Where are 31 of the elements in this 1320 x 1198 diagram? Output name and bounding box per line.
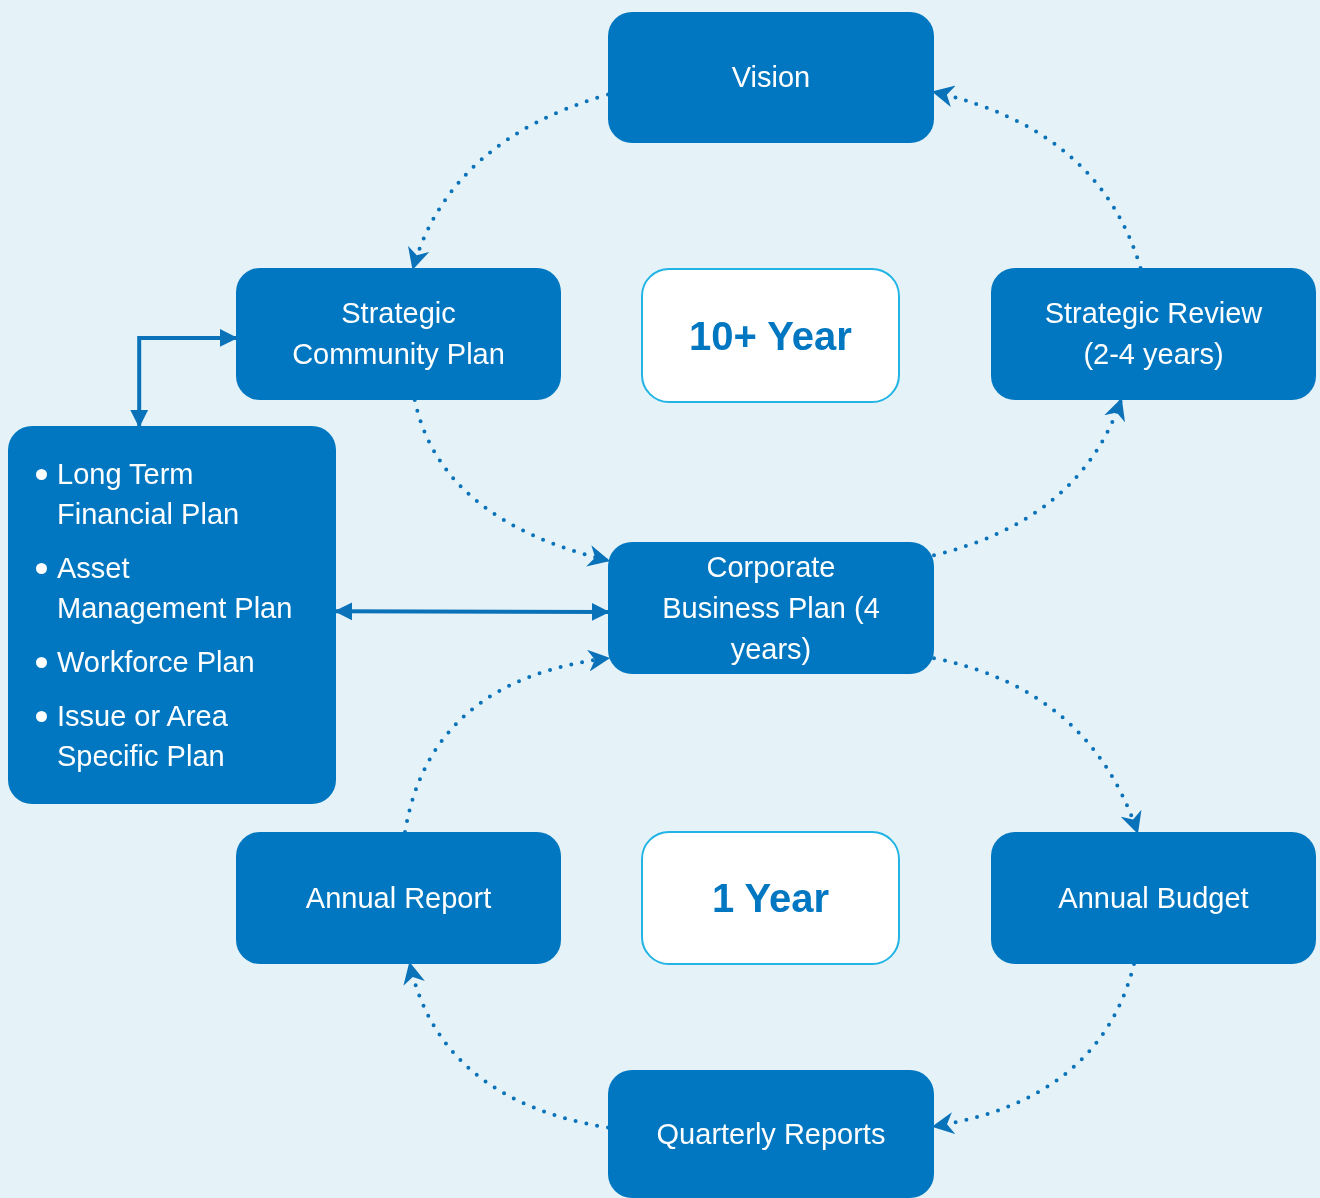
list-item: Workforce Plan [57, 645, 255, 680]
box-label: Strategic Review (2-4 years) [1043, 296, 1264, 372]
box-label: Corporate Business Plan (4 years) [661, 549, 881, 667]
dotted-arrow [403, 650, 611, 834]
dotted-arrow [412, 398, 611, 566]
process-box [608, 542, 934, 674]
arrow [334, 602, 610, 621]
process-box [608, 12, 934, 143]
process-box [991, 832, 1316, 964]
dotted-arrow [932, 397, 1125, 558]
list-item: Asset Management Plan [57, 551, 294, 626]
box-label: Annual Budget [1058, 880, 1249, 916]
dotted-arrow [409, 92, 610, 271]
process-box [236, 268, 561, 400]
box-label: Quarterly Reports [656, 1116, 886, 1152]
box-label: Strategic Community Plan [291, 296, 506, 372]
dotted-arrow [932, 656, 1141, 835]
arrow [130, 328, 238, 428]
period-box [641, 268, 900, 403]
box-label: Vision [731, 60, 811, 95]
plan-list-box [8, 426, 336, 804]
period-label: 1 Year [711, 875, 830, 922]
list-item: Long Term Financial Plan [57, 457, 241, 532]
box-label: Annual Report [305, 880, 492, 916]
period-label: 10+ Year [689, 312, 852, 360]
dotted-arrow [404, 961, 610, 1130]
process-box [608, 1070, 934, 1198]
period-box [641, 831, 900, 965]
list-item: Issue or Area Specific Plan [57, 699, 229, 774]
process-box [991, 268, 1316, 400]
process-box [236, 832, 561, 964]
